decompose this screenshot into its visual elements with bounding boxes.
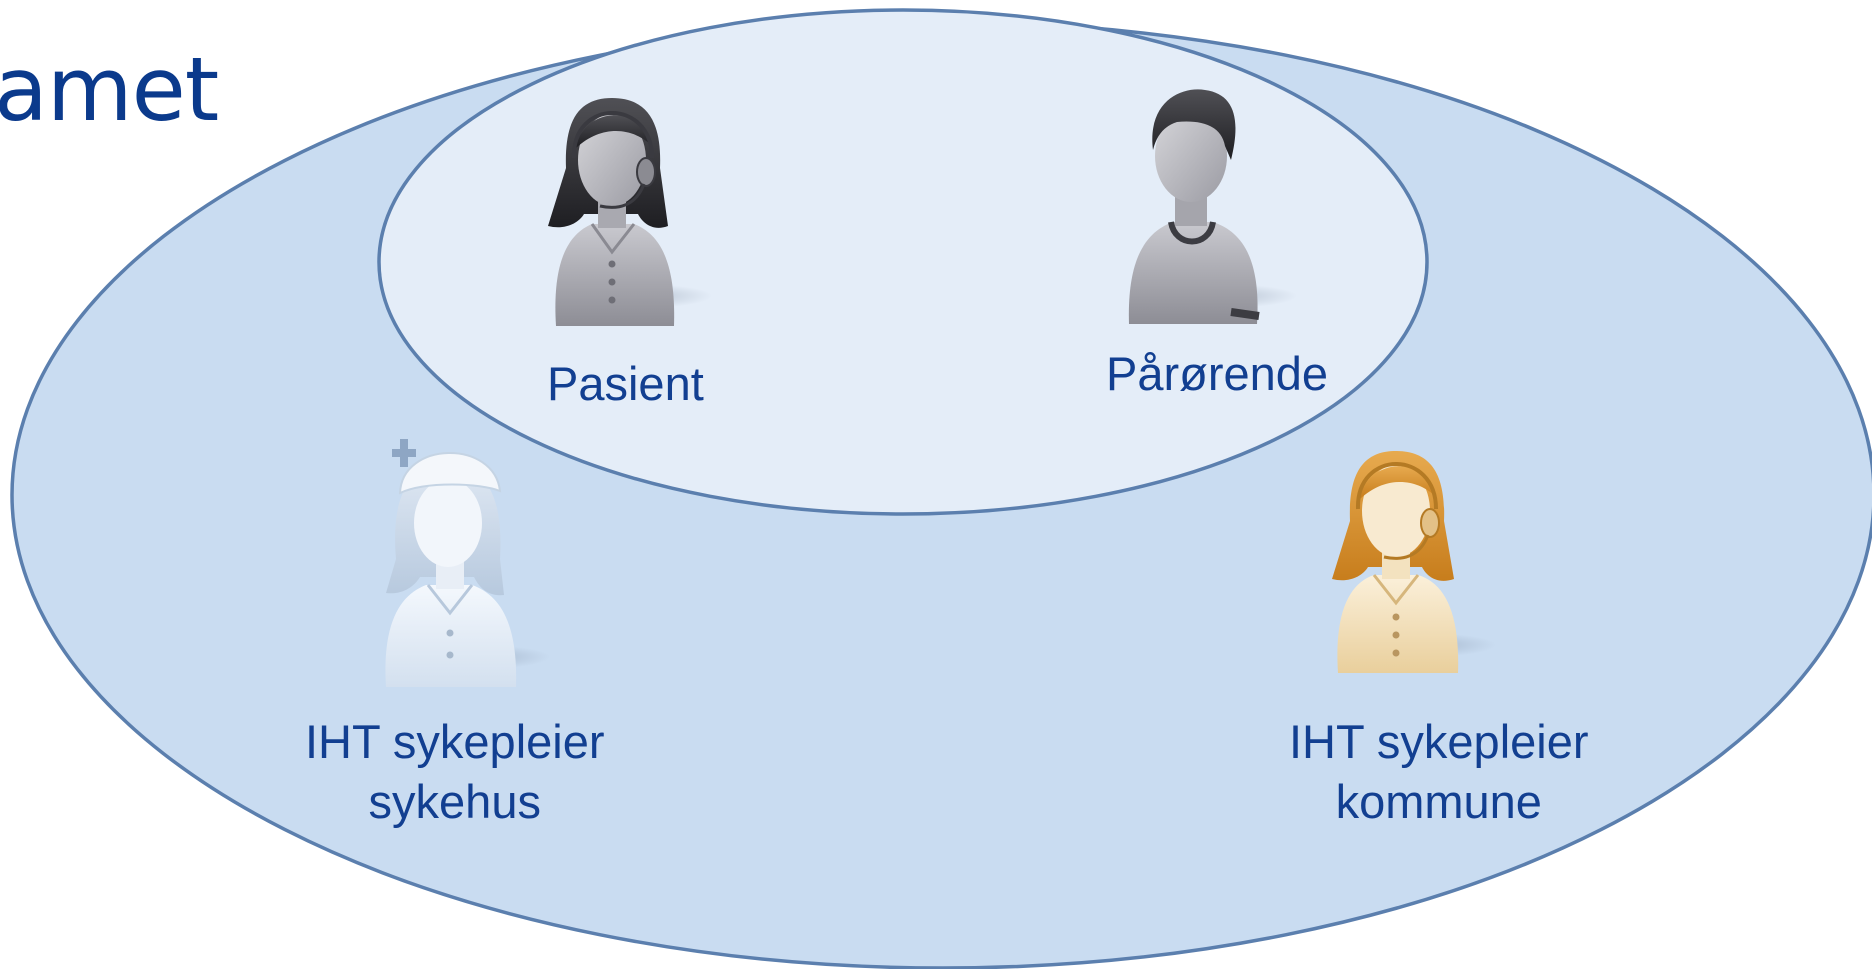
label-parorende: Pårørende xyxy=(1106,344,1328,404)
man-gray-icon xyxy=(1128,89,1297,324)
label-line: kommune xyxy=(1335,774,1542,828)
label-line: Pårørende xyxy=(1106,347,1329,400)
label-kommune: IHT sykepleier kommune xyxy=(1289,712,1589,831)
woman-headset-gray-icon xyxy=(548,98,712,326)
page-title: amet xyxy=(0,38,219,141)
nurse-pale-blue-icon xyxy=(385,439,550,687)
label-line: IHT sykepleier xyxy=(305,715,605,768)
label-line: sykehus xyxy=(368,774,541,828)
label-line: Pasient xyxy=(547,357,704,410)
label-pasient: Pasient xyxy=(547,354,704,414)
label-line: IHT sykepleier xyxy=(1289,715,1589,768)
woman-headset-amber-icon xyxy=(1332,451,1496,673)
label-sykehus: IHT sykepleier sykehus xyxy=(305,712,605,831)
inner-ellipse xyxy=(377,8,1429,516)
